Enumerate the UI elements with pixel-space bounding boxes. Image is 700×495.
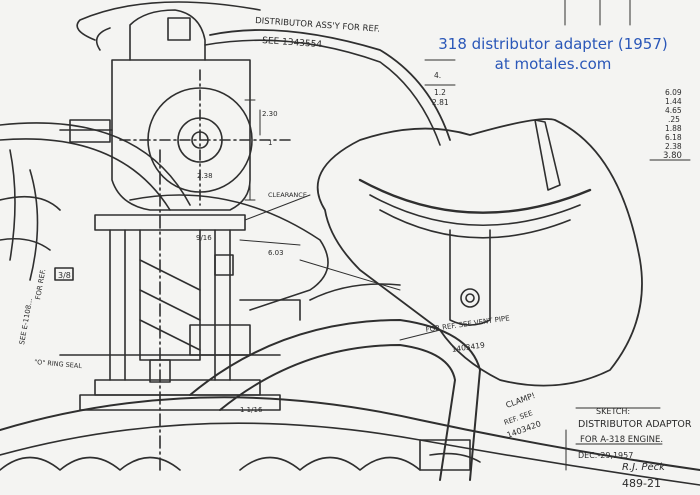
dimension-value: 6.09	[665, 88, 682, 97]
title-block: SKETCH: DISTRIBUTOR ADAPTOR FOR A-318 EN…	[578, 407, 692, 490]
label-o-ring: "O" RING SEAL	[34, 358, 83, 370]
caption-title: 318 distributor adapter (1957)	[438, 35, 668, 53]
title-main: DISTRIBUTOR ADAPTOR	[578, 419, 692, 430]
left-outline-arc-inner	[0, 138, 171, 211]
title-for-engine: FOR A-318 ENGINE.	[580, 435, 663, 445]
flange-body	[316, 118, 643, 387]
top-number: 2.81	[432, 98, 449, 107]
label-dim-238: 2.38	[197, 172, 213, 180]
label-dim-1-1-16: 1 1/16	[240, 406, 263, 414]
left-outline-arc	[0, 122, 191, 206]
bottom-sweep-arc-inner	[0, 422, 700, 486]
distributor-assembly	[59, 1, 451, 211]
label-clamp: CLAMP!	[505, 391, 537, 410]
label-dim-3-8: 3/8	[58, 271, 71, 280]
site-caption: 318 distributor adapter (1957) at motale…	[408, 34, 698, 74]
label-vent-part: 1403419	[451, 340, 486, 354]
dimension-value: 1.88	[665, 124, 682, 133]
label-for-ref-vent: FOR REF. SEE VENT PIPE	[425, 314, 510, 334]
label-distributor-assy: DISTRIBUTOR ASS'Y FOR REF.	[255, 16, 381, 35]
top-right-numbers: 4. 1.2 2.81	[432, 71, 449, 107]
label-dim-603: 6.03	[268, 249, 284, 257]
title-number: 489-21	[622, 477, 661, 490]
label-see-left: SEE E-1108...	[18, 298, 34, 346]
bottom-sweep-arc	[0, 396, 700, 471]
dimension-column: 6.09 1.44 4.65 .25 1.88 6.18 2.38 3.80	[663, 88, 682, 161]
adapter-housing	[59, 149, 329, 471]
title-signature: R.J. Peck	[622, 462, 666, 473]
label-dim-230: 2.30	[262, 110, 278, 118]
top-number: 4.	[434, 71, 441, 80]
title-date: DEC.-29,1957	[578, 451, 633, 460]
label-dim-1: 1	[268, 139, 272, 147]
dimension-value: 2.38	[665, 142, 682, 151]
title-sketch: SKETCH:	[596, 407, 630, 416]
dimension-value: 6.18	[665, 133, 682, 142]
vent-pipe	[189, 283, 481, 481]
dimension-value: 4.65	[665, 106, 682, 115]
dimension-lines	[239, 0, 691, 471]
label-see-part: SEE 1343554	[262, 36, 323, 50]
label-for-ref-left: FOR REF.	[34, 268, 47, 300]
label-clearance: CLEARANCE	[268, 191, 307, 199]
caption-source: at motales.com	[494, 55, 612, 73]
top-number: 1.2	[434, 88, 446, 97]
label-dim-9-16: 9/16	[196, 234, 212, 242]
dimension-value: 1.44	[665, 97, 682, 106]
left-detail	[0, 149, 421, 471]
dimension-value: .25	[668, 115, 680, 124]
dimension-value: 3.80	[663, 151, 682, 161]
